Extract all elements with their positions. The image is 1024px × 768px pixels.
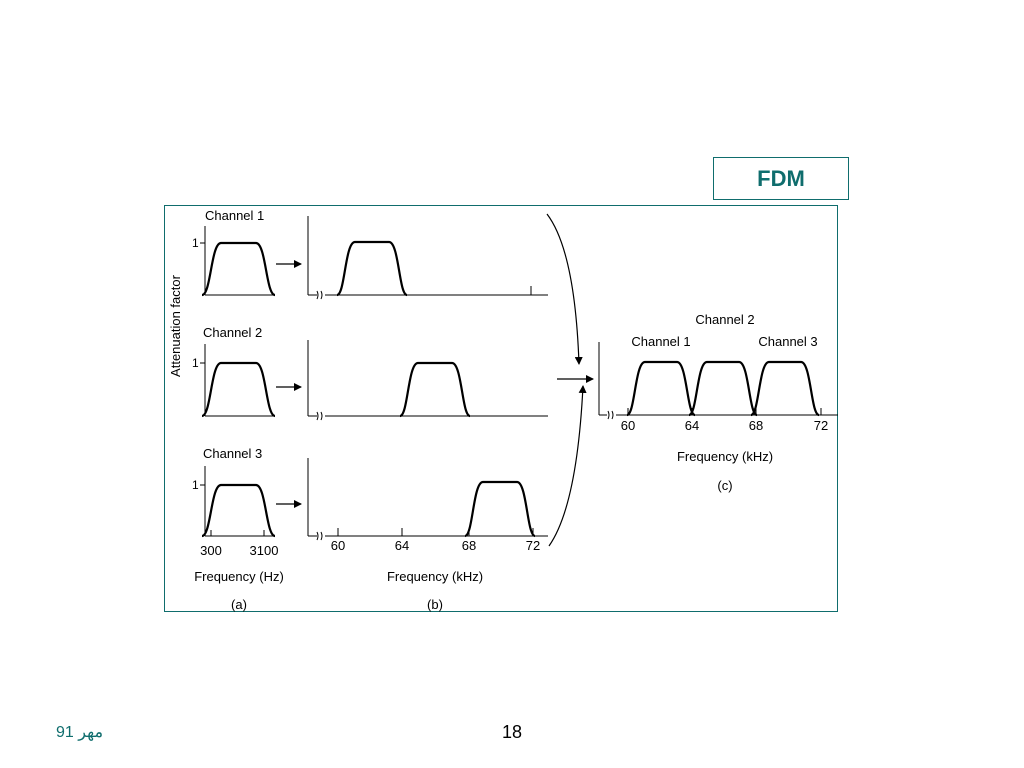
panel-c-caption: (c) <box>717 478 732 493</box>
panel-b-ch2-passband <box>398 361 472 418</box>
panel-c-tick-label-64: 64 <box>685 418 699 433</box>
panel-b-tick-label-72: 72 <box>526 538 540 553</box>
panel-a-tick-label-3100: 3100 <box>250 543 279 558</box>
panel-a-ch3-passband <box>201 483 276 538</box>
panel-a-ch3-level-label: 1 <box>192 478 199 492</box>
panel-a-ch2-level-label: 1 <box>192 356 199 370</box>
panel-c: Channel 2 Channel 1 Channel 3 60 64 68 7… <box>598 312 838 493</box>
panel-b: 60 64 68 72 Frequency (kHz) (b) <box>307 216 548 612</box>
panel-b-tick-label-68: 68 <box>462 538 476 553</box>
panel-c-tick-label-72: 72 <box>814 418 828 433</box>
panel-c-ch3-passband <box>749 360 821 417</box>
arrows-b-to-c <box>546 213 594 547</box>
panel-b-tick-label-64: 64 <box>395 538 409 553</box>
panel-c-channel-3-label: Channel 3 <box>758 334 817 349</box>
panel-c-axis-break <box>607 410 614 420</box>
panel-a-channel-2-label: Channel 2 <box>203 325 262 340</box>
panel-b-ch2-axis-break <box>316 411 323 421</box>
panel-c-ch1-passband <box>625 360 697 417</box>
fdm-figure: Attenuation factor Channel 1 1 Channel 2… <box>164 205 838 612</box>
panel-a-ch1-passband <box>201 241 276 297</box>
panel-a-tick-label-300: 300 <box>200 543 222 558</box>
panel-b-x-axis-label: Frequency (kHz) <box>387 569 483 584</box>
panel-c-channel-1-label: Channel 1 <box>631 334 690 349</box>
panel-b-ch3-passband <box>463 480 537 538</box>
panel-a-x-axis-label: Frequency (Hz) <box>194 569 284 584</box>
panel-a-channel-1-label: Channel 1 <box>205 208 264 223</box>
slide-title: FDM <box>713 157 849 200</box>
panel-b-ch3-axis-break <box>316 531 323 541</box>
panel-c-x-axis-label: Frequency (kHz) <box>677 449 773 464</box>
panel-a-caption: (a) <box>231 597 247 612</box>
y-axis-label: Attenuation factor <box>168 274 183 377</box>
panel-b-ch1-axis-break <box>316 290 323 300</box>
panel-a-ch1-level-label: 1 <box>192 236 199 250</box>
arrows-a-to-b <box>276 260 302 508</box>
panel-b-ch1-passband <box>335 240 409 297</box>
slide-number: 18 <box>501 722 523 742</box>
panel-b-tick-label-60: 60 <box>331 538 345 553</box>
fdm-diagram: Attenuation factor Channel 1 1 Channel 2… <box>168 208 838 612</box>
arrow-ch1-b-to-c <box>546 213 583 365</box>
arrow-ch3-b-to-c <box>548 385 587 547</box>
panel-c-tick-label-60: 60 <box>621 418 635 433</box>
footer-date: مهر 91 <box>56 724 104 741</box>
panel-a-ch2-passband <box>201 361 276 418</box>
panel-a-channel-3-label: Channel 3 <box>203 446 262 461</box>
panel-c-ch2-passband <box>687 360 759 417</box>
panel-c-channel-2-label: Channel 2 <box>695 312 754 327</box>
panel-b-caption: (b) <box>427 597 443 612</box>
panel-c-tick-label-68: 68 <box>749 418 763 433</box>
panel-a: Channel 1 1 Channel 2 1 Channel 3 1 300 … <box>192 208 284 612</box>
